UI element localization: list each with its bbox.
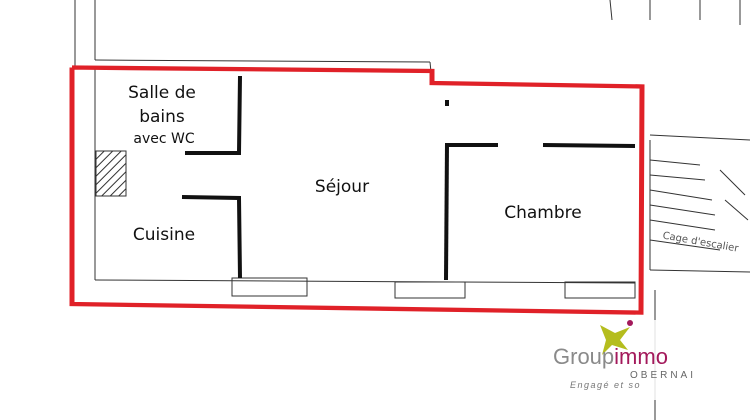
room-label-bathroom: Salle de — [128, 83, 196, 103]
stairs-label: Cage d'escalier — [662, 230, 740, 254]
svg-text:OBERNAI: OBERNAI — [630, 370, 696, 381]
svg-text:Groupimmo: Groupimmo — [553, 344, 668, 369]
room-label-kitchen: Cuisine — [133, 225, 195, 245]
svg-text:Engagé et so: Engagé et so — [570, 380, 641, 390]
room-label-bathroom-3: avec WC — [133, 131, 194, 147]
chimney-hatch — [95, 150, 127, 197]
room-label-living: Séjour — [315, 177, 369, 197]
interior-walls — [181, 75, 636, 281]
groupimmo-logo: Groupimmo OBERNAI Engagé et so — [545, 320, 720, 400]
room-label-bedroom: Chambre — [504, 203, 582, 223]
room-label-bathroom-2: bains — [139, 107, 185, 127]
apartment-outline — [69, 65, 645, 315]
